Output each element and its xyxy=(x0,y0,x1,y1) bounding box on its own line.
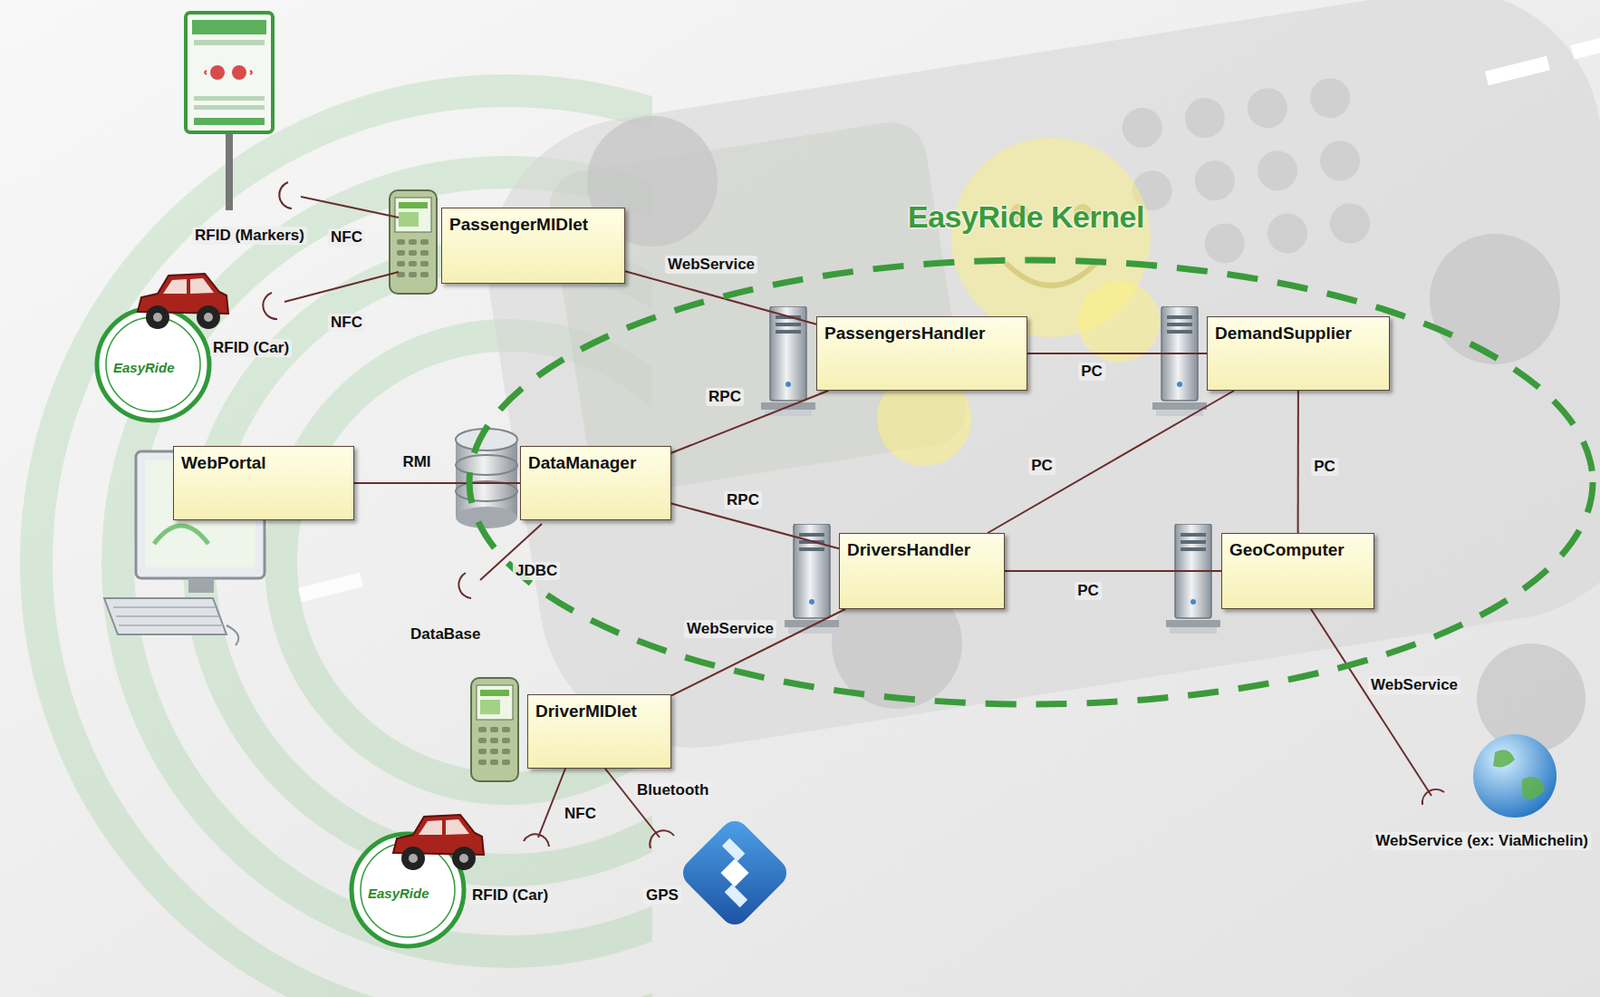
component-box: DemandSupplier xyxy=(1206,316,1390,391)
component-box: DriverMIDlet xyxy=(527,693,672,769)
kernel-region: EasyRide KernelPassengersHandlerDemandSu… xyxy=(464,255,1598,709)
connector-label: PC xyxy=(1078,362,1106,381)
connector xyxy=(1297,390,1300,533)
interface-label: NFC xyxy=(327,228,366,247)
server-icon xyxy=(1152,306,1207,416)
region-heading: EasyRide Kernel xyxy=(907,199,1145,235)
phone-icon xyxy=(389,190,437,294)
wheels xyxy=(587,115,1586,752)
connector xyxy=(354,481,521,484)
badge-text: EasyRide xyxy=(110,358,178,377)
component-box: PassengerMIDlet xyxy=(441,207,626,284)
interface-label: NFC xyxy=(561,804,599,823)
globe-icon xyxy=(1473,733,1557,818)
connector xyxy=(671,503,839,550)
component-box: GeoComputer xyxy=(1221,532,1375,609)
road-dashes xyxy=(298,36,1600,602)
connector-label: WebService xyxy=(665,255,758,274)
component-name: DataManager xyxy=(528,453,637,473)
component-box: DataManager xyxy=(520,445,672,521)
server-icon xyxy=(1166,523,1221,634)
database-icon xyxy=(455,428,518,529)
connector xyxy=(1004,569,1222,572)
marker-sign xyxy=(185,12,273,211)
component-box: PassengersHandler xyxy=(816,316,1028,391)
dashed-ellipse xyxy=(469,260,1593,704)
interface-label: JDBC xyxy=(512,561,560,580)
enabled-vehicle-badge xyxy=(96,273,229,421)
smiley-faces xyxy=(877,137,1160,466)
connector-label: RPC xyxy=(723,491,762,510)
connector-label: PC xyxy=(1028,456,1056,475)
connector xyxy=(671,608,846,696)
interface-leader-lines xyxy=(262,182,1445,849)
component-name: DriversHandler xyxy=(847,539,971,560)
interface-label: NFC xyxy=(327,313,366,332)
phone-car-illustration xyxy=(465,0,1600,770)
badge-text: EasyRide xyxy=(365,884,433,903)
connector xyxy=(1027,352,1207,355)
enabled-vehicle-badge xyxy=(351,814,484,946)
interface-label: GPS xyxy=(643,886,682,905)
connector-label: RMI xyxy=(399,453,434,472)
gps-icon xyxy=(676,814,792,930)
interface-label: WebService (ex: ViaMichelin) xyxy=(1372,831,1591,850)
component-name: PassengerMIDlet xyxy=(449,214,588,235)
interface-label: DataBase xyxy=(407,625,484,644)
interface-label: Bluetooth xyxy=(634,780,712,800)
connector-label: RPC xyxy=(705,387,744,406)
connector xyxy=(987,390,1234,533)
component-name: WebPortal xyxy=(181,453,267,473)
component-box: WebPortal xyxy=(173,445,355,521)
connector-label: WebService xyxy=(684,619,777,638)
interface-label: RFID (Car) xyxy=(210,338,292,357)
connector-label: PC xyxy=(1074,581,1102,600)
component-name: PassengersHandler xyxy=(824,323,985,344)
component-name: DriverMIDlet xyxy=(535,701,637,722)
component-name: GeoComputer xyxy=(1229,539,1345,560)
connector-label: PC xyxy=(1310,457,1339,476)
component-name: DemandSupplier xyxy=(1214,323,1352,344)
phone-icon xyxy=(471,677,519,781)
interface-label: RFID (Markers) xyxy=(192,226,308,245)
component-box: DriversHandler xyxy=(838,532,1005,609)
interface-label: RFID (Car) xyxy=(469,886,551,905)
connector xyxy=(671,390,829,454)
interface-label: WebService xyxy=(1368,675,1461,694)
